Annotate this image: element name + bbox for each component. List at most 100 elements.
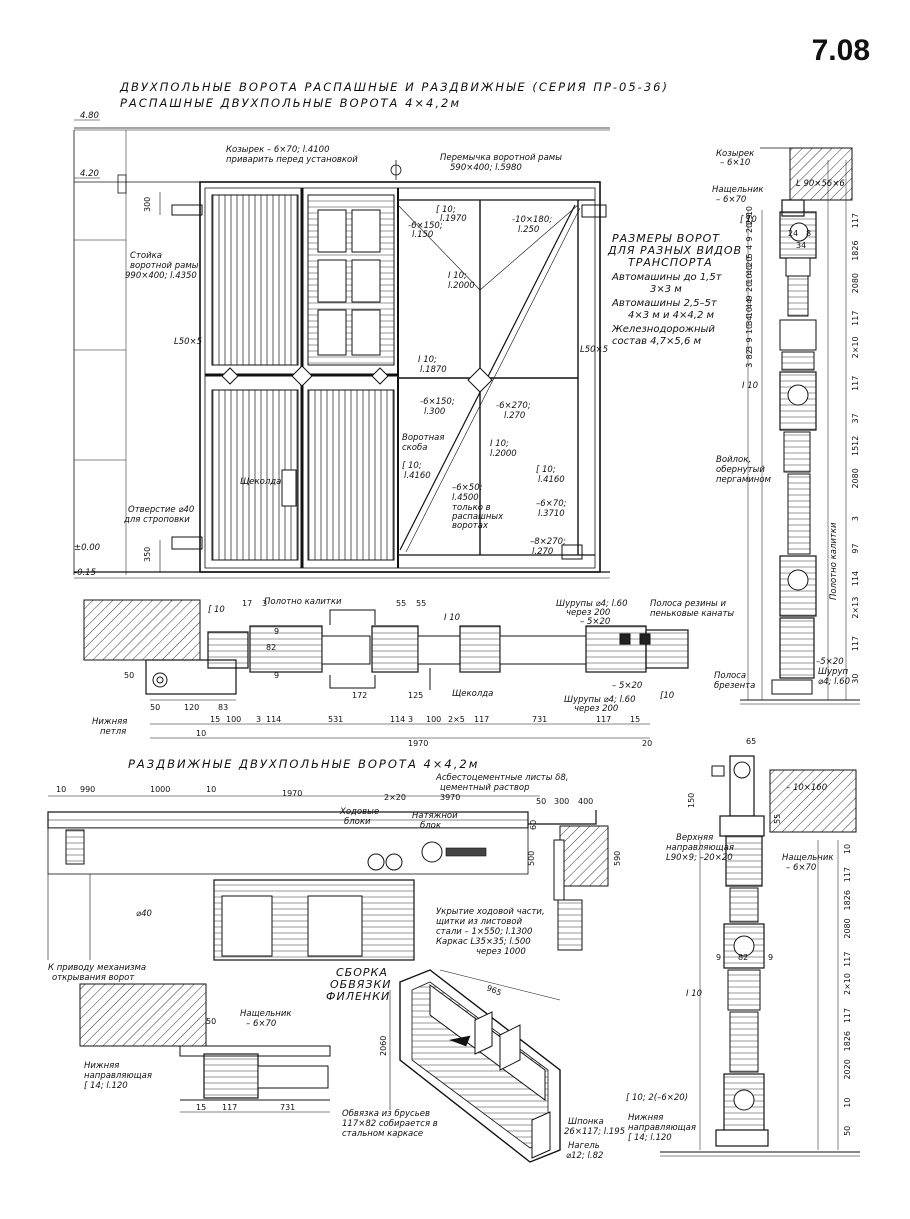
sheet-title: ДВУХПОЛЬНЫЕ ВОРОТА РАСПАШНЫЕ И РАЗДВИЖНЫ…: [120, 80, 669, 94]
transport-sizes-table: РАЗМЕРЫ ВОРОТ ДЛЯ РАЗНЫХ ВИДОВ ТРАНСПОРТ…: [607, 232, 741, 347]
label-6x150-150-b: l.150: [412, 230, 433, 240]
label-pb-nizhnyaya-2: направляющая: [84, 1071, 152, 1081]
label-5x20-b: – 5×20: [612, 681, 642, 691]
label-i10-2000: I 10;: [448, 271, 467, 281]
dim-55b: 55: [416, 599, 426, 608]
dim-label: 2080: [851, 273, 860, 293]
asm-dim-2060: 2060: [379, 1036, 388, 1056]
dim-label: 1826: [843, 890, 852, 910]
label-i10-sec: I 10: [742, 381, 758, 391]
label-c10-1970-b: l.1970: [440, 214, 467, 224]
dim-label: 117: [851, 636, 860, 651]
label-peremychka: Перемычка воротной рамы: [440, 153, 562, 163]
section-right-dims: 117182620801172×1011737151220803971142×1…: [851, 213, 860, 684]
label-10x180-b: l.250: [518, 225, 539, 235]
dim-label: 3: [745, 363, 754, 368]
level-420: 4.20: [80, 169, 99, 179]
dim-300: 300: [143, 197, 152, 212]
label-rb-nizhnyaya-3: [ 14; l.120: [628, 1133, 672, 1143]
label-peremychka-size: 590×400; l.5980: [450, 163, 522, 173]
dim-label: 34: [745, 315, 754, 325]
label-pb-nashchelnik: Нащельник: [240, 1009, 292, 1019]
label-8x270-b: l.270: [532, 547, 553, 557]
label-c10-plan-right: [10: [660, 691, 674, 701]
swing-plan-labels: Полотно калитки [ 10 I 10 Шурупы ⌀4; l.6…: [92, 597, 734, 748]
label-6x150-300-b: l.300: [424, 407, 445, 417]
dim-label: 3: [745, 346, 754, 351]
sl-dim-400: 400: [578, 797, 593, 806]
dim-label: 20: [745, 282, 754, 292]
label-nashchelnik-sec: Нащельник: [712, 185, 764, 195]
dim-50: 50: [150, 703, 160, 712]
label-polosa-reziny-2: пеньковые канаты: [650, 609, 734, 619]
dim-label: 20: [745, 257, 754, 267]
swing-gate-title: РАСПАШНЫЕ ДВУХПОЛЬНЫЕ ВОРОТА 4×4,2м: [120, 96, 461, 110]
label-shponka-2: 26×117; l.195: [564, 1127, 625, 1137]
dim-55a: 55: [396, 599, 406, 608]
pb-dim-731: 731: [280, 1103, 295, 1112]
label-rb-nashchelnik: Нащельник: [782, 853, 834, 863]
transport-row3-size: состав 4,7×5,6 м: [612, 336, 702, 347]
sl-dim-500: 500: [527, 851, 536, 866]
dim-label: 2080: [851, 468, 860, 488]
level-480: 4.80: [80, 111, 99, 121]
label-shurupy-b-2: через 200: [574, 704, 618, 714]
dim-label: 2080: [843, 918, 852, 938]
rb-dim-9b: 9: [768, 953, 773, 962]
sl-dim-2x20: 2×20: [384, 793, 406, 802]
label-l50-left: L50×5: [174, 337, 202, 347]
sliding-plan-labels: 50 Нащельник – 6×70 Нижняя направляющая …: [84, 1009, 295, 1112]
label-i10-1870-b: l.1870: [420, 365, 447, 375]
label-verkhnyaya-3: L90×9; –20×20: [666, 853, 733, 863]
transport-row2: Автомашины 2,5–5т: [611, 298, 718, 309]
dim-114b: 114: [390, 715, 405, 724]
dim-24: 24: [788, 229, 798, 238]
rb-dim-82: 82: [738, 953, 748, 962]
label-6x50-b: l.4500: [452, 493, 479, 503]
label-khodovye: Ходовые: [339, 807, 379, 817]
label-polosa-brezenta-2: брезента: [714, 681, 755, 691]
label-c10-4160r-b: l.4160: [538, 475, 565, 485]
label-kozyrek-note: приварить перед установкой: [226, 155, 358, 165]
transport-row1-size: 3×3 м: [650, 284, 682, 295]
label-8x270: –8×270;: [530, 537, 566, 547]
dim-label: 1826: [851, 240, 860, 260]
label-ukrytie-3: стали – 1×550; l.1300: [436, 927, 532, 937]
label-c10-1970: [ 10;: [436, 205, 456, 215]
dim-label: 10: [745, 307, 754, 317]
label-polosa-reziny: Полоса резины и: [650, 599, 726, 609]
label-nizhnyaya-petlya: Нижняя: [92, 717, 127, 727]
label-kozyrek-sec: Козырек: [716, 149, 755, 159]
label-6x70: –6×70;: [536, 499, 567, 509]
dim-label: 10: [745, 324, 754, 334]
dim-2x5: 2×5: [448, 715, 465, 724]
sl-dim-60: 60: [529, 820, 538, 830]
dim-731: 731: [532, 715, 547, 724]
label-voylok: Войлок,: [716, 455, 751, 465]
swing-section-labels: Козырек – 6×10 Нащельник – 6×70 L 90×56×…: [712, 149, 860, 691]
label-kozyrek-sec-2: – 6×10: [720, 158, 750, 168]
label-10x180: -10×180;: [512, 215, 552, 225]
label-5x20-sec: –5×20: [816, 657, 844, 667]
label-verkhnyaya-2: направляющая: [666, 843, 734, 853]
sliding-gate-title: РАЗДВИЖНЫЕ ДВУХПОЛЬНЫЕ ВОРОТА 4×4,2м: [128, 757, 479, 771]
sliding-section-labels: 65 – 10×160 150 55 Верхняя направляющая …: [626, 737, 852, 1143]
dim-label: 1512: [851, 436, 860, 456]
label-ukrytie-5: через 1000: [476, 947, 526, 957]
dim-label: 2020: [843, 1059, 852, 1079]
transport-heading-3: ТРАНСПОРТА: [628, 256, 713, 269]
label-rb-nizhnyaya: Нижняя: [628, 1113, 663, 1123]
dim-label: 9: [745, 236, 754, 241]
label-5x20-a: – 5×20: [580, 617, 610, 627]
label-otverstie: Отверстие ⌀40: [128, 505, 194, 515]
label-verkhnyaya: Верхняя: [676, 833, 713, 843]
label-shurup-2: ⌀4; l.60: [818, 677, 850, 687]
label-d40: ⌀40: [136, 909, 152, 919]
label-stoyka-2: воротной рамы: [130, 261, 199, 271]
assembly-title: СБОРКА: [336, 966, 388, 979]
label-6x270-b: l.270: [504, 411, 525, 421]
dim-9a: 9: [274, 627, 279, 636]
dim-15: 15: [210, 715, 220, 724]
